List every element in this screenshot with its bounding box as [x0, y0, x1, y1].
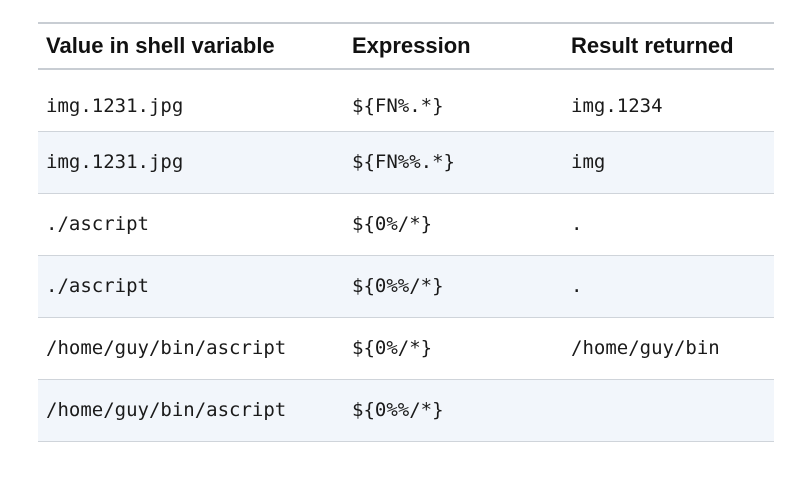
cell-expression: ${0%/*} — [352, 337, 433, 359]
table-row: ./ascript ${0%/*} . — [38, 193, 774, 255]
cell-expression: ${FN%.*} — [352, 95, 444, 118]
cell-result: /home/guy/bin — [571, 337, 720, 359]
header-result-returned: Result returned — [571, 33, 734, 58]
table-row: img.1231.jpg ${FN%%.*} img — [38, 131, 774, 193]
cell-value: ./ascript — [46, 213, 149, 235]
cell-expression: ${0%/*} — [352, 213, 433, 235]
table-row: ./ascript ${0%%/*} . — [38, 255, 774, 317]
table-row: /home/guy/bin/ascript ${0%%/*} — [38, 379, 774, 441]
cell-expression: ${0%%/*} — [352, 275, 444, 297]
cell-expression: ${FN%%.*} — [352, 151, 455, 173]
cell-value: ./ascript — [46, 275, 149, 297]
table-body: img.1231.jpg ${FN%.*} img.1234 img.1231.… — [38, 69, 774, 441]
table-row: /home/guy/bin/ascript ${0%/*} /home/guy/… — [38, 317, 774, 379]
cell-value: /home/guy/bin/ascript — [46, 337, 287, 359]
header-value-in-shell-variable: Value in shell variable — [46, 33, 275, 58]
header-expression: Expression — [352, 33, 471, 58]
cell-result — [563, 379, 774, 441]
cell-value: img.1231.jpg — [46, 95, 184, 118]
cell-result: . — [571, 275, 583, 297]
header-row: Value in shell variable Expression Resul… — [38, 23, 774, 69]
cell-value: /home/guy/bin/ascript — [46, 399, 287, 421]
table-row: img.1231.jpg ${FN%.*} img.1234 — [38, 69, 774, 131]
cell-expression: ${0%%/*} — [352, 399, 444, 421]
cell-result: img.1234 — [571, 95, 663, 118]
shell-expansion-table: Value in shell variable Expression Resul… — [38, 22, 774, 442]
cell-result: img — [571, 151, 606, 173]
cell-value: img.1231.jpg — [46, 151, 184, 173]
table-header: Value in shell variable Expression Resul… — [38, 23, 774, 69]
cell-result: . — [571, 213, 583, 235]
